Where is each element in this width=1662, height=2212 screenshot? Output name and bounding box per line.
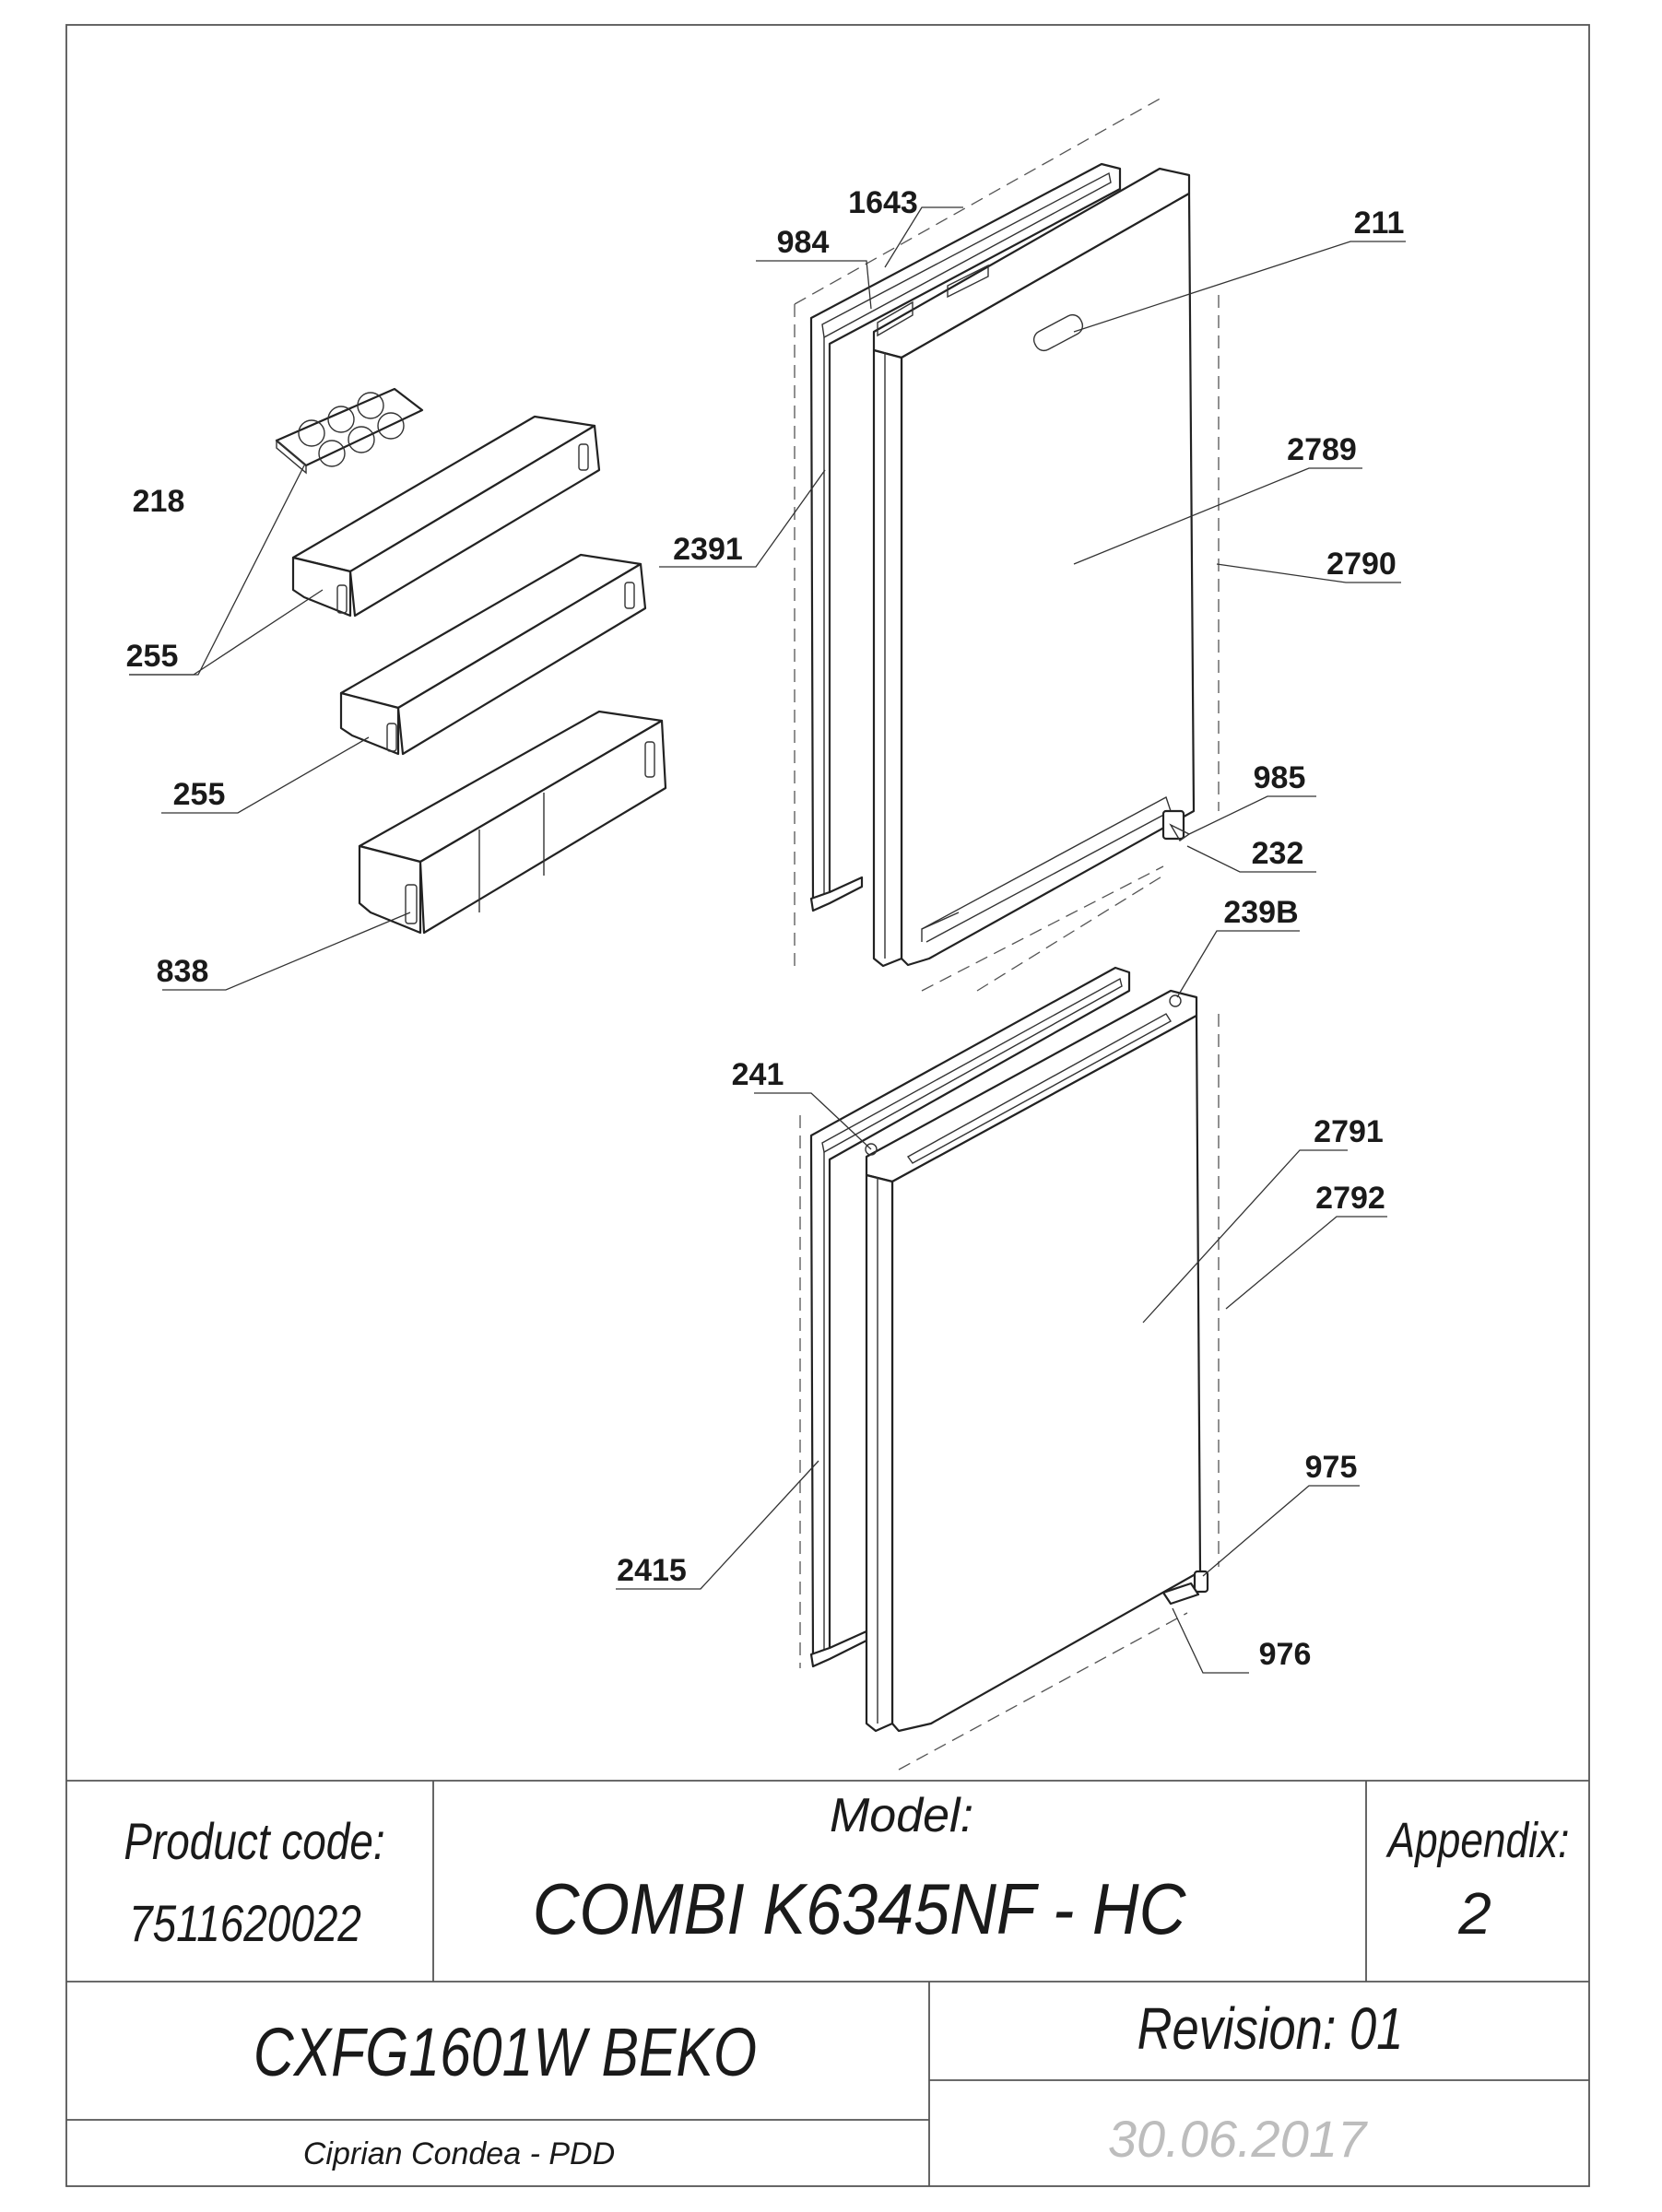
appendix-label: Appendix: [1385,1813,1570,1868]
callout-255-b: 255 [173,777,226,812]
drawing-frame [65,24,1590,2187]
callout-976: 976 [1259,1637,1312,1672]
callout-2415: 2415 [617,1553,687,1588]
upper-door [872,167,1196,968]
leader-lines [129,206,1406,1674]
part-callouts: 1643 984 211 2789 218 2391 2790 255 255 … [126,185,1405,1672]
callout-2792: 2792 [1315,1181,1385,1216]
callout-2391: 2391 [673,532,743,567]
assembly-guide-lines [794,96,1220,1771]
callout-2789: 2789 [1287,432,1357,467]
date: 30.06.2017 [1108,2110,1368,2168]
lower-door [865,989,1209,1733]
callout-838: 838 [157,954,209,989]
appendix-value: 2 [1457,1880,1491,1947]
callout-241: 241 [732,1057,784,1092]
callout-984: 984 [777,225,830,260]
egg-tray [275,387,424,475]
door-shelf-upper [291,415,601,618]
callout-985: 985 [1254,760,1306,795]
callout-975: 975 [1305,1450,1358,1485]
callout-239B: 239B [1223,895,1298,930]
callout-2790: 2790 [1326,547,1397,582]
door-shelf-middle [339,553,647,756]
callout-218: 218 [133,484,185,519]
door-shelf-lower [358,710,667,935]
model-value: COMBI K6345NF - HC [533,1869,1186,1949]
callout-211: 211 [1354,206,1405,241]
callout-255-a: 255 [126,639,179,674]
model-label: Model: [830,1789,973,1842]
product-code-value: 7511620022 [129,1895,361,1952]
product-code-label: Product code: [124,1813,384,1870]
upper-door-gasket [809,162,1122,912]
title-block: Product code: 7511620022 Model: COMBI K6… [66,1780,1589,2186]
lower-door-gasket [809,966,1131,1668]
callout-1643: 1643 [848,185,918,220]
revision: Revision: 01 [1137,1996,1404,2062]
variant-name: CXFG1601W BEKO [253,2015,757,2090]
callout-232: 232 [1252,836,1304,871]
author: Ciprian Condea - PDD [303,2136,615,2171]
callout-2791: 2791 [1314,1114,1384,1149]
